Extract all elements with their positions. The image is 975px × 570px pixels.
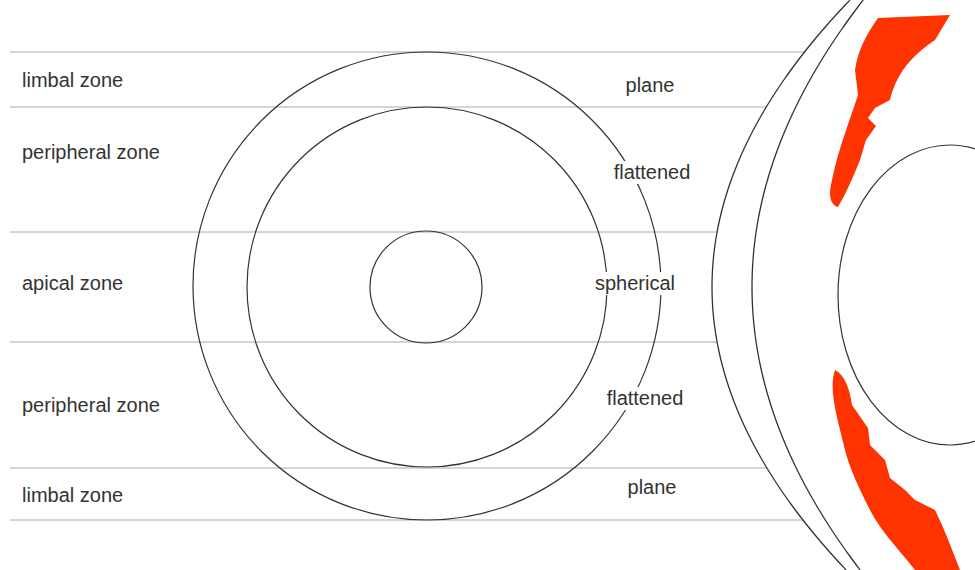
zone-label: limbal zone (22, 69, 123, 92)
zone-label: peripheral zone (22, 141, 160, 164)
zone-label: apical zone (22, 272, 123, 295)
iris-lower (833, 370, 960, 570)
cornea-inner (752, 0, 863, 570)
lens (838, 145, 975, 445)
curvature-label: flattened (611, 161, 694, 184)
limbal-circle (193, 52, 661, 520)
zone-label: peripheral zone (22, 394, 160, 417)
zone-lines (10, 52, 805, 520)
apical-circle (370, 231, 482, 343)
curvature-label: plane (623, 74, 678, 97)
zone-boundary (10, 468, 767, 469)
curvature-label: spherical (592, 272, 678, 295)
zone-boundary (10, 232, 717, 233)
cornea-outer (712, 0, 850, 570)
cornea (712, 0, 863, 570)
zone-boundary (10, 342, 717, 343)
zone-boundary (10, 107, 766, 108)
curvature-label: plane (625, 476, 680, 499)
zone-label: limbal zone (22, 484, 123, 507)
peripheral-circle (247, 107, 607, 467)
iris-upper (830, 15, 950, 207)
curvature-label: flattened (604, 387, 687, 410)
